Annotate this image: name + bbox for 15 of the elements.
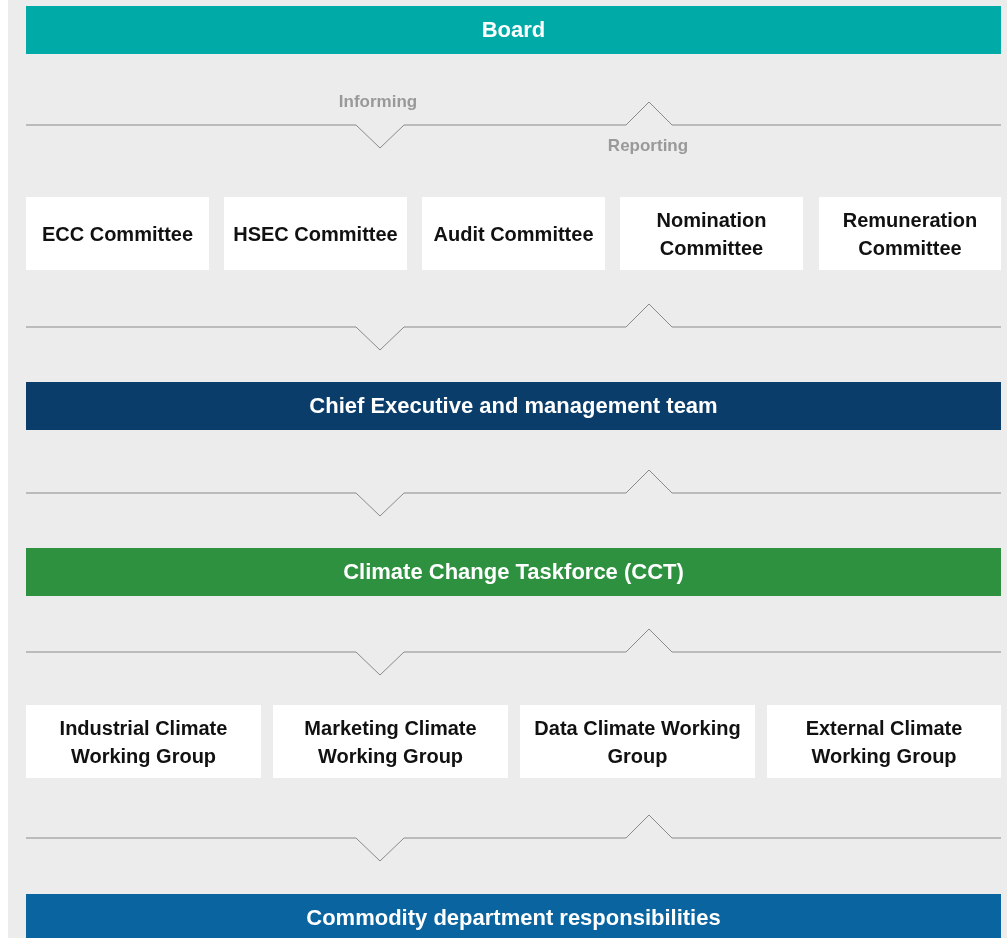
committee-box: ECC Committee: [26, 197, 209, 270]
committee-box: External Climate Working Group: [767, 705, 1001, 778]
flow-label: Reporting: [607, 136, 689, 156]
committee-box: Audit Committee: [422, 197, 605, 270]
flow-label: Informing: [338, 92, 418, 112]
tier-bar: Chief Executive and management team: [26, 382, 1001, 430]
committee-box: Industrial Climate Working Group: [26, 705, 261, 778]
committee-box: Data Climate Working Group: [520, 705, 755, 778]
tier-bar: Climate Change Taskforce (CCT): [26, 548, 1001, 596]
committee-box: Nomination Committee: [620, 197, 803, 270]
tier-bar: Commodity department responsibilities: [26, 894, 1001, 938]
committee-box: Remuneration Committee: [819, 197, 1001, 270]
committee-box: HSEC Committee: [224, 197, 407, 270]
committee-box: Marketing Climate Working Group: [273, 705, 508, 778]
tier-bar: Board: [26, 6, 1001, 54]
